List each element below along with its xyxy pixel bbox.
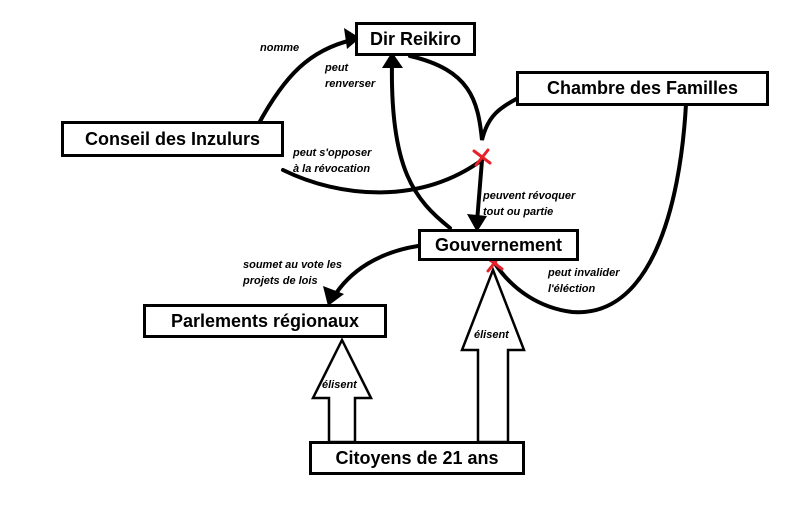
node-chambre-des-familles: Chambre des Familles	[516, 71, 769, 106]
label-soumet: soumet au vote les projets de lois	[243, 257, 342, 289]
edge-chambre-dir	[408, 54, 520, 141]
label-nomme: nomme	[260, 40, 299, 56]
label-elisent-parlements: élisent	[322, 377, 357, 393]
label-peuvent-revoquer-line2: tout ou partie	[483, 206, 554, 218]
label-peut-invalider: peut invalider l'éléction	[548, 265, 620, 297]
hollow-arrow-elisent-parlements	[310, 337, 374, 444]
edge-soumet	[331, 244, 420, 300]
node-parlements-regionaux: Parlements régionaux	[143, 304, 387, 338]
veto-mark-revocation	[472, 148, 492, 167]
node-citoyens-de-21-ans: Citoyens de 21 ans	[309, 441, 525, 475]
label-peut-renverser-line2: renverser	[325, 78, 376, 90]
label-soumet-line1: soumet au vote les	[243, 259, 343, 271]
edge-invalider	[492, 102, 688, 315]
arrowhead-renverser	[382, 52, 403, 68]
edge-sopposer	[281, 158, 484, 195]
label-peut-invalider-line2: l'éléction	[548, 283, 596, 295]
label-elisent-gouvernement-text: élisent	[474, 329, 509, 341]
label-peut-invalider-line1: peut invalider	[548, 267, 620, 279]
edge-renverser	[389, 60, 452, 230]
node-dir-reikiro: Dir Reikiro	[355, 22, 476, 56]
label-peut-renverser-line1: peut	[325, 62, 349, 74]
edge-revoquer	[475, 158, 484, 224]
arrowhead-nomme	[344, 28, 360, 49]
label-peut-sopposer-line2: à la révocation	[293, 163, 371, 175]
label-elisent-parlements-text: élisent	[322, 379, 357, 391]
hollow-arrow-elisent-gouvernement	[460, 266, 526, 444]
label-peuvent-revoquer-line1: peuvent révoquer	[483, 190, 576, 202]
edge-nomme	[256, 38, 354, 127]
label-peut-sopposer-line1: peut s'opposer	[293, 147, 372, 159]
label-peut-sopposer: peut s'opposer à la révocation	[293, 145, 371, 177]
label-elisent-gouvernement: élisent	[474, 327, 509, 343]
label-peuvent-revoquer: peuvent révoquer tout ou partie	[483, 188, 575, 220]
arrowhead-soumet	[323, 286, 344, 306]
node-conseil-des-inzulurs: Conseil des Inzulurs	[61, 121, 284, 157]
label-peut-renverser: peut renverser	[325, 60, 375, 92]
arrowhead-revoquer	[467, 214, 487, 232]
label-soumet-line2: projets de lois	[243, 275, 318, 287]
node-gouvernement: Gouvernement	[418, 229, 579, 261]
label-nomme-text: nomme	[260, 42, 300, 54]
